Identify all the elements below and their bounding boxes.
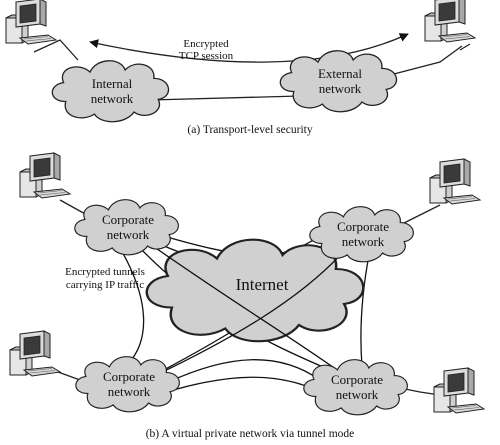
tunnel-tr-br [360, 249, 371, 367]
tunnels-label-2: carrying IP traffic [66, 279, 144, 291]
corporate-label-1: Corporate [331, 372, 383, 387]
tunnel-cross-2 [149, 249, 346, 379]
external-network-label-2: network [319, 81, 362, 96]
session-label-1: Encrypted [183, 38, 229, 50]
corporate-label-2: network [107, 227, 150, 242]
link-internal-external [149, 95, 301, 101]
workstation-icon [433, 367, 485, 414]
corporate-label-2: network [108, 384, 151, 399]
workstation-icon [5, 0, 57, 45]
tunnel-bl-br-upper [159, 359, 321, 387]
session-label-2: TCP session [179, 50, 234, 62]
encrypted-session-arrow [89, 33, 409, 63]
workstation-icon [9, 330, 61, 377]
link-external-right-pc [389, 45, 463, 76]
tunnel-tl-bl [119, 247, 145, 365]
external-network-label-1: External [318, 66, 362, 81]
corporate-label-1: Corporate [337, 219, 389, 234]
workstation-icon [424, 0, 476, 43]
link-right-pc-external [459, 43, 471, 51]
corporate-label-1: Corporate [102, 212, 154, 227]
part-a-transport-level: Internal network External network Encryp… [5, 0, 476, 136]
workstation-icon [19, 152, 71, 199]
link-pc-tr [399, 204, 441, 226]
tunnel-cross-1 [149, 243, 341, 373]
caption-b: (b) A virtual private network via tunnel… [146, 428, 355, 440]
internal-network-label-1: Internal [92, 76, 133, 91]
corporate-label-1: Corporate [103, 369, 155, 384]
link-left-pc-internal [33, 39, 79, 61]
caption-a: (a) Transport-level security [187, 124, 312, 136]
part-b-vpn-tunnel-mode: Internet Corporate network Corporate net… [9, 152, 485, 440]
internal-network-label-2: network [91, 91, 134, 106]
workstation-icon [429, 158, 481, 205]
corporate-label-2: network [342, 234, 385, 249]
tunnel-bl-br-lower [159, 376, 321, 395]
internet-label: Internet [236, 275, 289, 294]
corporate-label-2: network [336, 387, 379, 402]
tunnels-label-1: Encrypted tunnels [65, 266, 145, 278]
